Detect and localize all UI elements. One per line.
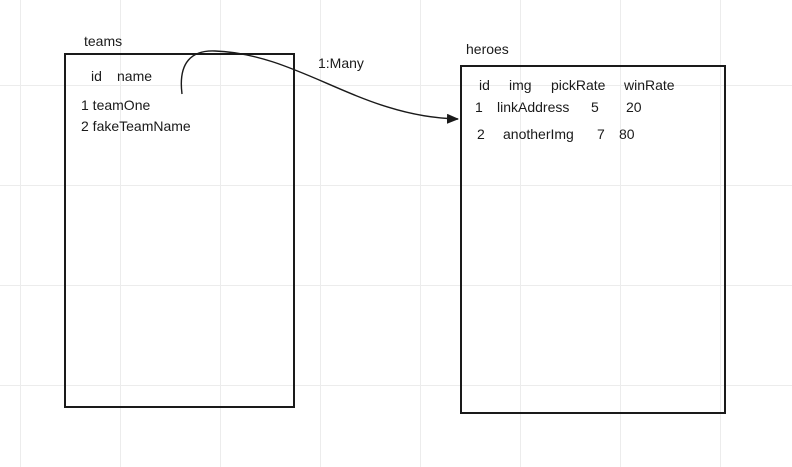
heroes-header-id: id bbox=[479, 77, 490, 93]
heroes-title: heroes bbox=[466, 41, 509, 57]
heroes-header-img: img bbox=[509, 77, 532, 93]
heroes-row-1-winrate: 20 bbox=[626, 99, 642, 115]
heroes-row-2-img: anotherImg bbox=[503, 126, 574, 142]
heroes-row-2-id: 2 bbox=[477, 126, 485, 142]
teams-row-1: 1 teamOne bbox=[81, 97, 151, 113]
relation-label: 1:Many bbox=[318, 55, 364, 71]
heroes-header-pickrate: pickRate bbox=[551, 77, 606, 93]
heroes-table-box[interactable] bbox=[460, 65, 726, 414]
heroes-row-1-id: 1 bbox=[475, 99, 483, 115]
heroes-row-1-img: linkAddress bbox=[497, 99, 570, 115]
teams-header-id: id bbox=[91, 68, 102, 84]
teams-header-name: name bbox=[117, 68, 153, 84]
heroes-row-1-pickrate: 5 bbox=[591, 99, 599, 115]
teams-title: teams bbox=[84, 33, 123, 49]
teams-table-box[interactable] bbox=[64, 53, 295, 408]
heroes-row-2-pickrate: 7 bbox=[597, 126, 605, 142]
heroes-row-2-winrate: 80 bbox=[619, 126, 635, 142]
teams-row-2: 2 fakeTeamName bbox=[81, 118, 191, 134]
heroes-header-winrate: winRate bbox=[624, 77, 675, 93]
